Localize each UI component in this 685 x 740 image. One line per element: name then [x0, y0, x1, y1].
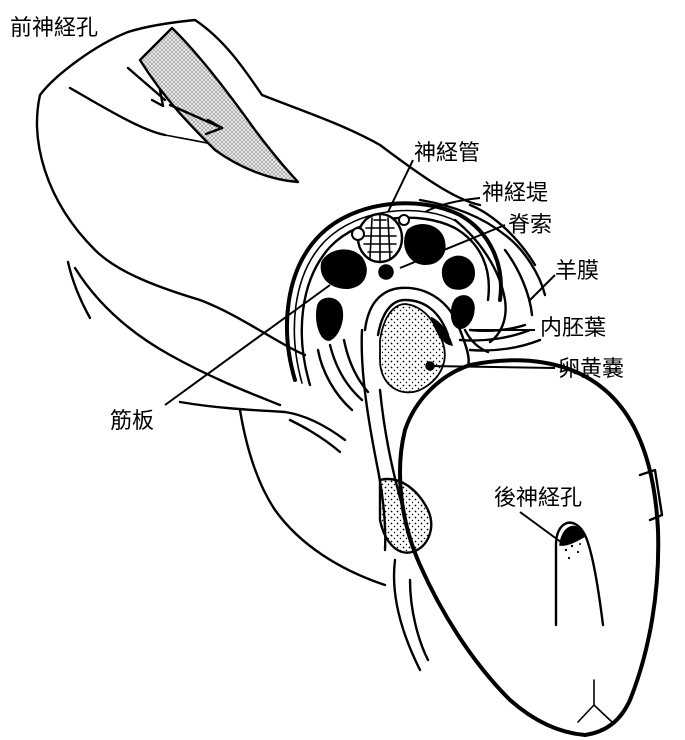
- tail-region: [394, 360, 662, 735]
- label-neural-fold: 神経堤: [482, 181, 548, 206]
- label-anterior-neuropore: 前神経孔: [10, 16, 98, 41]
- anterior-neuropore: [128, 28, 298, 182]
- cross-section: [287, 203, 501, 552]
- label-myotome-plate: 筋板: [110, 409, 154, 434]
- label-endoderm: 内胚葉: [540, 316, 606, 341]
- label-yolk-sac: 卵黄嚢: [558, 357, 624, 382]
- label-amnion: 羊膜: [555, 259, 599, 284]
- label-posterior-neuropore: 後神経孔: [494, 486, 582, 511]
- label-neural-tube: 神経管: [414, 141, 480, 166]
- label-notochord: 脊索: [508, 213, 552, 238]
